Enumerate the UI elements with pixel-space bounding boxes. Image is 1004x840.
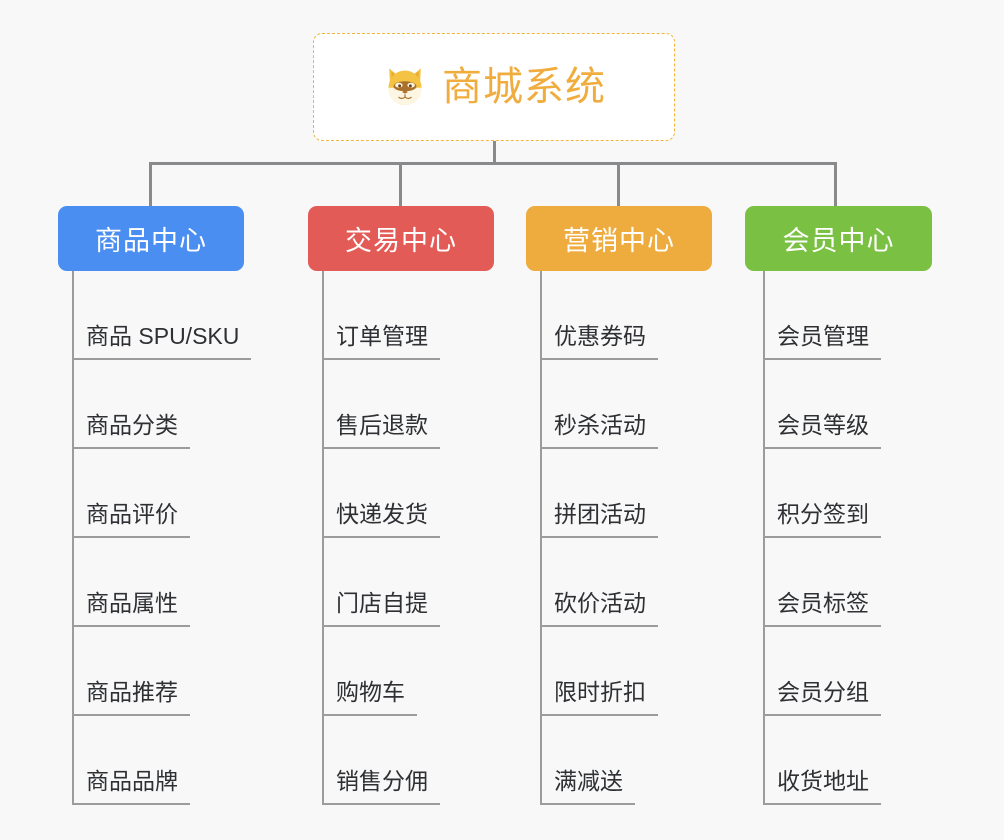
connector-drop-2: [399, 162, 402, 207]
leaf-item[interactable]: 会员等级: [763, 360, 881, 449]
leaf-label: 快递发货: [322, 503, 440, 538]
leaf-label: 拼团活动: [540, 503, 658, 538]
category-column-2: 交易中心 订单管理 售后退款 快递发货 门店自提 购物车 销售分佣: [308, 206, 494, 805]
leaf-item[interactable]: 拼团活动: [540, 449, 658, 538]
leaf-item[interactable]: 会员分组: [763, 627, 881, 716]
leaf-item[interactable]: 会员标签: [763, 538, 881, 627]
leaf-label: 购物车: [322, 681, 417, 716]
category-title-2: 交易中心: [345, 226, 457, 256]
category-header-4[interactable]: 会员中心: [745, 206, 932, 271]
leaf-item[interactable]: 商品评价: [72, 449, 251, 538]
leaf-label: 商品属性: [72, 592, 190, 627]
leaf-label: 商品评价: [72, 503, 190, 538]
leaf-item[interactable]: 购物车: [322, 627, 440, 716]
leaf-item[interactable]: 订单管理: [322, 271, 440, 360]
root-title: 商城系统: [442, 65, 606, 109]
leaf-item[interactable]: 售后退款: [322, 360, 440, 449]
leaf-list-3: 优惠券码 秒杀活动 拼团活动 砍价活动 限时折扣 满减送: [540, 271, 658, 805]
leaf-label: 秒杀活动: [540, 414, 658, 449]
leaf-item[interactable]: 商品推荐: [72, 627, 251, 716]
leaf-item[interactable]: 秒杀活动: [540, 360, 658, 449]
leaf-list-1: 商品 SPU/SKU 商品分类 商品评价 商品属性 商品推荐 商品品牌: [72, 271, 252, 805]
leaf-item[interactable]: 快递发货: [322, 449, 440, 538]
leaf-item[interactable]: 商品分类: [72, 360, 251, 449]
connector-root-stem: [493, 141, 496, 163]
connector-drop-1: [149, 162, 152, 207]
leaf-label: 会员等级: [763, 414, 881, 449]
leaf-item[interactable]: 优惠券码: [540, 271, 658, 360]
leaf-item[interactable]: 门店自提: [322, 538, 440, 627]
leaf-item[interactable]: 砍价活动: [540, 538, 658, 627]
leaf-item[interactable]: 满减送: [540, 716, 658, 805]
leaf-label: 商品推荐: [72, 681, 190, 716]
category-column-1: 商品中心 商品 SPU/SKU 商品分类 商品评价 商品属性 商品推荐 商品品牌: [58, 206, 252, 805]
category-title-4: 会员中心: [782, 226, 895, 256]
leaf-label: 满减送: [540, 770, 635, 805]
category-column-3: 营销中心 优惠券码 秒杀活动 拼团活动 砍价活动 限时折扣 满减送: [526, 206, 712, 805]
shiba-dog-icon: [388, 68, 422, 105]
leaf-item[interactable]: 销售分佣: [322, 716, 440, 805]
connector-drop-4: [834, 162, 837, 207]
leaf-label: 销售分佣: [322, 770, 440, 805]
category-column-4: 会员中心 会员管理 会员等级 积分签到 会员标签 会员分组 收货地址: [745, 206, 932, 805]
leaf-item[interactable]: 商品属性: [72, 538, 251, 627]
leaf-label: 优惠券码: [540, 325, 658, 360]
leaf-item[interactable]: 收货地址: [763, 716, 881, 805]
leaf-label: 收货地址: [763, 770, 881, 805]
leaf-list-4: 会员管理 会员等级 积分签到 会员标签 会员分组 收货地址: [763, 271, 881, 805]
category-header-2[interactable]: 交易中心: [308, 206, 494, 271]
leaf-label: 积分签到: [763, 503, 881, 538]
leaf-item[interactable]: 商品品牌: [72, 716, 251, 805]
leaf-item[interactable]: 积分签到: [763, 449, 881, 538]
leaf-item[interactable]: 会员管理: [763, 271, 881, 360]
leaf-list-2: 订单管理 售后退款 快递发货 门店自提 购物车 销售分佣: [322, 271, 440, 805]
root-node[interactable]: 商城系统: [313, 33, 675, 141]
leaf-label: 会员分组: [763, 681, 881, 716]
leaf-item[interactable]: 商品 SPU/SKU: [72, 271, 252, 360]
leaf-label: 会员管理: [763, 325, 881, 360]
leaf-label: 门店自提: [322, 592, 440, 627]
leaf-label: 订单管理: [322, 325, 440, 360]
category-header-1[interactable]: 商品中心: [58, 206, 244, 271]
leaf-label: 商品品牌: [72, 770, 190, 805]
leaf-label: 会员标签: [763, 592, 881, 627]
category-title-1: 商品中心: [95, 226, 207, 256]
leaf-label: 砍价活动: [540, 592, 658, 627]
leaf-label: 商品 SPU/SKU: [72, 325, 252, 360]
leaf-item[interactable]: 限时折扣: [540, 627, 658, 716]
connector-drop-3: [617, 162, 620, 207]
category-header-3[interactable]: 营销中心: [526, 206, 712, 271]
leaf-label: 商品分类: [72, 414, 190, 449]
leaf-label: 限时折扣: [540, 681, 658, 716]
leaf-label: 售后退款: [322, 414, 440, 449]
connector-bus: [149, 162, 837, 165]
category-title-3: 营销中心: [563, 226, 675, 256]
